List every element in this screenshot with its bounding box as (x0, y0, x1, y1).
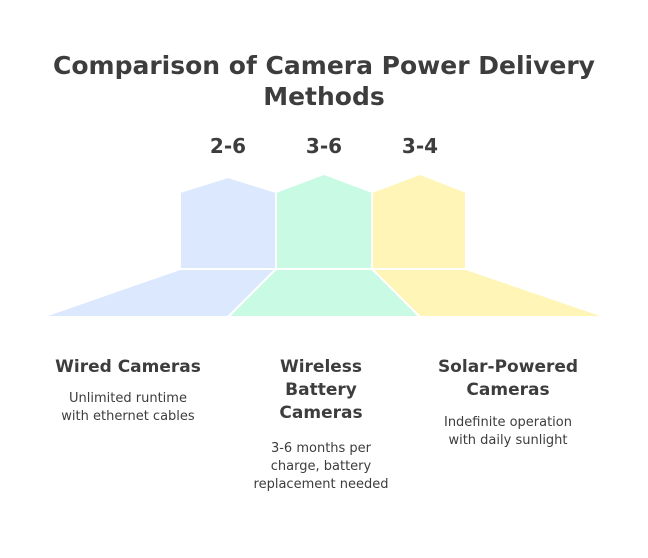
column-desc-wired: Unlimited runtime with ethernet cables (38, 390, 218, 426)
column-desc-wireless: 3-6 months per charge, battery replaceme… (231, 440, 411, 494)
column-desc-wireless-line-1: 3-6 months per (270, 441, 372, 456)
column-desc-solar-line-1: Indefinite operation (443, 415, 572, 430)
page-title-line-1: Comparison of Camera Power Delivery (53, 51, 595, 80)
column-desc-wired-line-2: with ethernet cables (61, 409, 195, 424)
column-title-wired-line-1: Wired Cameras (55, 357, 201, 377)
column-title-solar-line-2: Cameras (466, 380, 550, 400)
bar-wireless (275, 172, 373, 270)
column-title-wireless: Wireless Battery Cameras (231, 356, 411, 425)
column-desc-solar-line-2: with daily sunlight (448, 433, 568, 448)
value-label-wireless: 3-6 (305, 134, 343, 158)
column-desc-wired-line-1: Unlimited runtime (69, 391, 187, 406)
value-label-wired: 2-6 (209, 134, 247, 158)
column-title-wireless-line-1: Wireless (279, 357, 363, 377)
column-title-solar: Solar-Powered Cameras (416, 356, 600, 402)
base-solar (369, 268, 607, 318)
value-label-solar: 3-4 (401, 134, 439, 158)
column-title-wireless-line-2: Battery (285, 380, 357, 400)
column-title-wireless-line-3: Cameras (279, 403, 363, 423)
bar-solar (371, 172, 467, 270)
column-desc-wireless-line-2: charge, battery (270, 459, 372, 474)
column-title-solar-line-1: Solar-Powered (437, 357, 579, 377)
column-title-wired: Wired Cameras (38, 356, 218, 379)
column-desc-solar: Indefinite operation with daily sunlight (416, 414, 600, 450)
page-title: Comparison of Camera Power Delivery Meth… (0, 50, 648, 112)
bar-wired (179, 175, 277, 270)
column-desc-wireless-line-3: replacement needed (253, 477, 389, 492)
page-title-line-2: Methods (263, 82, 385, 111)
